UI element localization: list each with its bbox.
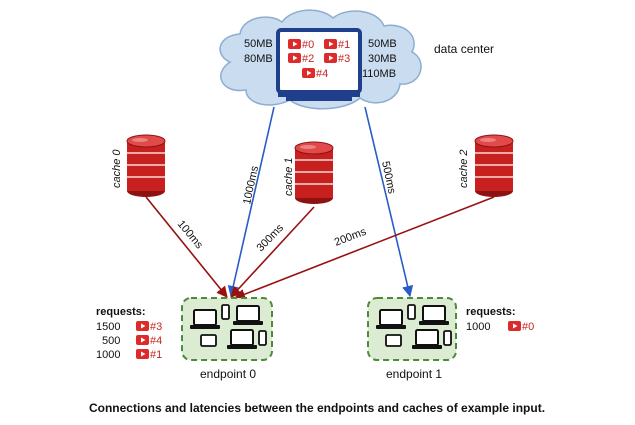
endpoint-label: endpoint 0 [200,367,256,381]
video-icon [324,39,337,49]
laptop-icon [226,329,258,350]
video-size-right: 30MB [368,53,397,65]
phone-icon [221,304,230,320]
video-label: #1 [338,39,350,51]
request-video: #3 [150,321,162,333]
latency-label: 300ms [255,222,287,254]
endpoint-1-requests: requests: 1000 #0 [466,306,534,333]
latency-label: 100ms [175,218,206,251]
cache-2: cache 2 [458,134,514,198]
video-icon [136,349,149,359]
video-size-left: 50MB [244,38,273,50]
endpoint-label: endpoint 1 [386,367,442,381]
data-center-label: data center [434,42,494,56]
figure-caption: Connections and latencies between the en… [89,401,545,415]
link-cache0-endpoint0 [145,196,228,298]
cache-label: cache 1 [283,157,295,196]
endpoint-0 [181,297,273,361]
video-icon [302,68,315,78]
request-count: 1000 [466,321,490,333]
request-video: #0 [522,321,534,333]
video-label: #2 [302,53,314,65]
cache-0: cache 0 [111,134,166,198]
link-cache1-endpoint0 [230,206,315,298]
cache-label: cache 2 [458,149,470,188]
video-icon [288,53,301,63]
video-label: #0 [302,39,314,51]
laptop-icon [418,305,450,326]
video-size-left: 80MB [244,53,273,65]
connections [145,106,495,300]
phone-icon [407,304,416,320]
link-dc-endpoint1 [364,106,414,298]
database-icon [294,141,334,205]
video-icon [508,321,521,331]
cache-label: cache 0 [111,149,123,188]
video-icon [324,53,337,63]
data-center-videos: #0 #1 #2 #3 #4 [288,39,350,80]
request-video: #1 [150,349,162,361]
request-count: 1000 [96,349,120,361]
video-icon [136,335,149,345]
video-size-right: 110MB [362,68,396,80]
phone-icon [443,330,452,346]
video-label: #3 [338,53,350,65]
video-size-right: 50MB [368,38,397,50]
laptop-icon [375,309,407,330]
video-icon [136,321,149,331]
requests-title: requests: [466,306,516,318]
tablet-icon [385,334,402,347]
latency-label: 1000ms [241,164,261,205]
link-cache2-endpoint0 [233,196,495,300]
database-icon [474,134,514,198]
video-icon [288,39,301,49]
tablet-icon [200,334,217,347]
phone-icon [258,330,267,346]
request-count: 500 [102,335,120,347]
requests-title: requests: [96,306,146,318]
video-label: #4 [316,68,328,80]
laptop-icon [232,305,264,326]
request-count: 1500 [96,321,120,333]
latency-label: 200ms [333,226,369,249]
request-video: #4 [150,335,162,347]
endpoint-1 [367,297,457,361]
laptop-icon [411,329,443,350]
endpoint-0-requests: requests: 1500 #3 500 #4 1000 #1 [96,306,162,361]
cache-1: cache 1 [283,141,334,205]
database-icon [126,134,166,198]
link-dc-endpoint0 [227,106,275,298]
laptop-icon [189,309,221,330]
